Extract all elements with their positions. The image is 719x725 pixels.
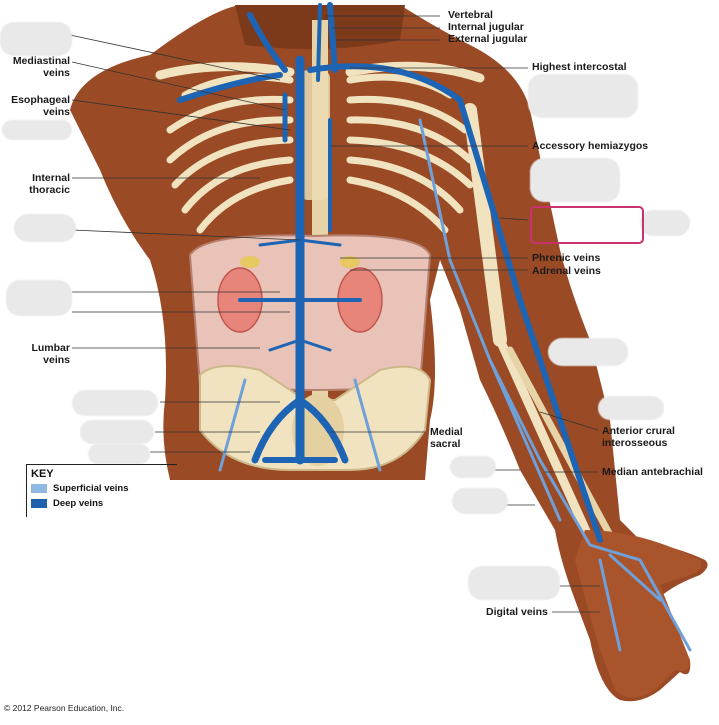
radius xyxy=(495,335,595,545)
ribcage xyxy=(166,73,474,234)
label-mediastinal-veins: Mediastinal veins xyxy=(12,55,70,79)
label-medial-sacral: Medial sacral xyxy=(430,426,463,450)
label-highest-intercostal: Highest intercostal xyxy=(532,61,627,73)
left-adrenal xyxy=(240,256,260,268)
blank-label-6 xyxy=(80,420,154,444)
blank-label-14 xyxy=(452,488,508,514)
copyright-text: © 2012 Pearson Education, Inc. xyxy=(4,703,125,713)
label-external-jugular: External jugular xyxy=(448,33,528,45)
blank-label-3 xyxy=(14,214,76,242)
blank-label-11 xyxy=(548,338,628,366)
blank-label-9 xyxy=(530,158,620,202)
highlighted-label-box[interactable] xyxy=(530,206,644,244)
blank-label-10 xyxy=(640,210,690,236)
label-internal-thoracic: Internal thoracic xyxy=(29,172,70,196)
label-vertebral: Vertebral xyxy=(448,9,493,21)
sternum xyxy=(300,70,330,200)
label-anterior-crural-interosseous: Anterior crural interosseous xyxy=(602,425,675,449)
leader-lines xyxy=(69,15,600,613)
label-digital-veins: Digital veins xyxy=(486,606,548,618)
ulna xyxy=(506,346,614,539)
left-clavicle xyxy=(155,62,295,80)
blank-label-13 xyxy=(450,456,496,478)
label-esophageal-veins: Esophageal veins xyxy=(11,94,70,118)
deep-swatch xyxy=(31,499,47,508)
key-item-superficial: Superficial veins xyxy=(31,483,129,494)
label-adrenal-veins: Adrenal veins xyxy=(532,265,601,277)
blank-label-7 xyxy=(88,444,150,464)
right-adrenal xyxy=(340,256,360,268)
key-title: KEY xyxy=(31,468,54,480)
label-median-antebrachial: Median antebrachial xyxy=(602,466,703,478)
blank-label-1 xyxy=(0,22,72,56)
blank-label-5 xyxy=(72,390,158,416)
label-accessory-hemiazygos: Accessory hemiazygos xyxy=(532,140,649,152)
label-lumbar-veins: Lumbar veins xyxy=(31,342,70,366)
deep-veins xyxy=(177,2,603,543)
key-frame xyxy=(26,464,177,517)
blank-label-8 xyxy=(528,74,638,118)
superficial-veins xyxy=(218,118,692,652)
key-label-deep: Deep veins xyxy=(53,498,104,509)
blank-label-2 xyxy=(2,120,72,140)
blank-label-4 xyxy=(6,280,72,316)
hand xyxy=(575,530,702,698)
superficial-swatch xyxy=(31,484,47,493)
key-item-deep: Deep veins xyxy=(31,498,103,509)
label-internal-jugular: Internal jugular xyxy=(448,21,524,33)
key-label-superficial: Superficial veins xyxy=(53,483,129,494)
sacrum xyxy=(292,394,344,466)
blank-label-12 xyxy=(598,396,664,420)
blank-label-15 xyxy=(468,566,560,600)
label-phrenic-veins: Phrenic veins xyxy=(532,252,601,264)
